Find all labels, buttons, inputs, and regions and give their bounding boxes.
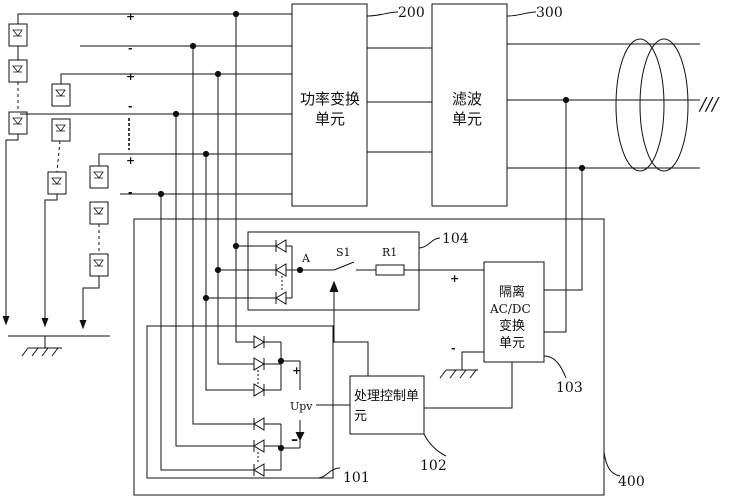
pv-panel [89, 165, 109, 189]
ref-leader-400 [603, 451, 621, 477]
acdc-label-2: AC/DC [489, 302, 531, 316]
diode [242, 383, 281, 397]
diode [242, 335, 281, 349]
diode [236, 239, 292, 253]
plus-sign: + [292, 364, 301, 377]
ref-leader-101 [317, 467, 341, 479]
minus-sign: - [451, 342, 456, 355]
pv-panel [47, 171, 67, 195]
ref-200: 200 [398, 5, 425, 21]
isolated-acdc-unit [483, 261, 545, 363]
plus-sign: + [450, 272, 459, 285]
switch-s1-blade [333, 261, 355, 271]
outer-module-400 [133, 218, 605, 496]
pv-panel [8, 111, 28, 135]
pv-string-1 [5, 13, 292, 322]
ref-103: 103 [556, 380, 583, 396]
pv-panel [8, 23, 28, 47]
filter-label-1: 滤波 [452, 90, 482, 108]
diode [242, 463, 281, 477]
filter-unit [431, 3, 508, 207]
pv-panel [89, 201, 109, 225]
pv-panel [51, 83, 71, 107]
ref-104: 104 [442, 231, 469, 247]
switch-s1-label: S1 [336, 246, 351, 259]
ref-101: 101 [343, 470, 370, 486]
diode [242, 357, 281, 371]
diode [218, 263, 300, 277]
ref-leader-103 [543, 355, 567, 379]
power-conversion-label-2: 单元 [315, 110, 345, 128]
filter-label-2: 单元 [452, 110, 482, 128]
ref-400: 400 [618, 474, 645, 490]
control-label-1: 处理控制单 [354, 389, 419, 404]
ref-leader-300 [506, 11, 537, 17]
power-conversion-label-1: 功率变换 [300, 90, 360, 108]
plus-sign: + [126, 10, 135, 23]
control-label-2: 元 [354, 409, 367, 424]
earth-ground-right [439, 369, 478, 379]
cable-ring-1 [615, 38, 665, 172]
pv-string-3 [82, 153, 292, 326]
minus-sign: - [128, 186, 133, 199]
ref-leader-104 [418, 237, 441, 249]
pv-panel [8, 59, 28, 83]
ref-leader-200 [366, 11, 399, 17]
acdc-label-1: 隔离 [499, 284, 525, 300]
node-a-label: A [301, 252, 311, 265]
diode-module-101 [146, 325, 334, 479]
ref-leader-102 [423, 433, 447, 457]
minus-sign: - [128, 42, 133, 55]
resistor-r1 [375, 264, 405, 276]
acdc-label-4: 单元 [499, 336, 525, 351]
cable-ring-2 [639, 38, 689, 172]
minus-sign: - [128, 100, 133, 113]
power-conversion-unit [291, 3, 368, 207]
minus-sign: – [291, 432, 298, 448]
grid-mark: /// [698, 94, 720, 115]
plus-sign: + [126, 70, 135, 83]
pv-string-2 [44, 73, 292, 324]
plus-sign: + [126, 154, 135, 167]
resistor-r1-label: R1 [382, 246, 397, 259]
pv-panel [89, 253, 109, 277]
diode [206, 291, 292, 305]
earth-ground-left [8, 335, 110, 357]
ref-300: 300 [536, 5, 563, 21]
diode [242, 417, 281, 431]
acdc-label-3: 变换 [499, 318, 525, 334]
pv-panel [51, 118, 71, 142]
ref-102: 102 [420, 458, 447, 474]
diode [242, 439, 281, 453]
processing-control-unit [349, 375, 425, 435]
upv-label: Upv [290, 400, 313, 413]
